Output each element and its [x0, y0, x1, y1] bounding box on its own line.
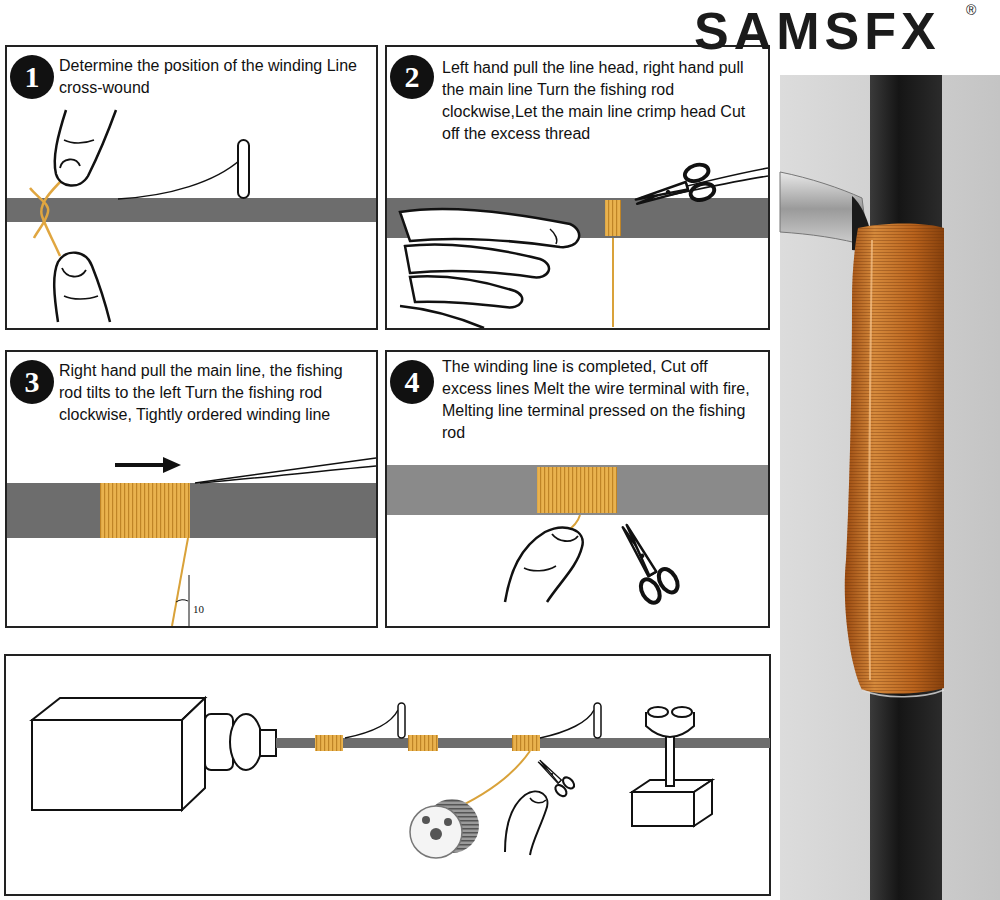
step-number: 1	[25, 62, 40, 92]
step-instruction: Left hand pull the line head, right hand…	[442, 57, 764, 145]
cross-wound-start-illustration	[238, 140, 249, 198]
machine-setup-illustration	[540, 710, 594, 738]
tight-winding-illustration	[100, 483, 190, 538]
machine-setup-illustration	[5, 655, 770, 895]
step-number-badge: 4	[390, 360, 434, 404]
step-panel: Right hand pull the main line, the fishi…	[5, 350, 378, 628]
machine-setup-illustration	[694, 780, 712, 826]
tight-winding-illustration	[115, 463, 165, 467]
angle-value: 10	[193, 603, 204, 616]
cross-wound-start-illustration	[60, 159, 80, 168]
step-number: 4	[405, 367, 420, 397]
machine-setup-illustration	[512, 735, 540, 751]
rod-photo	[845, 224, 944, 694]
step-number-badge: 2	[390, 55, 434, 99]
cross-wound-start-illustration	[64, 140, 94, 143]
crimp-head-illustration	[387, 162, 768, 328]
crimp-head-illustration	[550, 229, 557, 244]
machine-setup-illustration	[345, 710, 398, 738]
crimp-head-illustration	[631, 162, 716, 218]
step-panel: Determine the position of the winding Li…	[5, 45, 378, 330]
registered-mark: ®	[966, 2, 976, 18]
label-anchor: SAMSFX	[694, 2, 941, 62]
step-number-badge: 3	[10, 360, 54, 404]
finish-cut-illustration	[609, 517, 682, 606]
finish-cut-illustration	[537, 467, 617, 513]
label-anchor: 10	[193, 603, 204, 616]
crimp-head-illustration	[405, 244, 549, 277]
step-panel: The winding line is completed, Cut off e…	[385, 350, 770, 628]
machine-setup-illustration	[410, 806, 462, 858]
machine-setup-illustration	[632, 792, 694, 826]
finish-cut-illustration	[387, 465, 768, 515]
machine-setup-illustration	[422, 816, 430, 824]
machine-setup-illustration	[32, 698, 205, 720]
machine-setup-illustration	[672, 707, 692, 717]
cross-wound-start-illustration	[41, 178, 64, 256]
step-instruction: Right hand pull the main line, the fishi…	[59, 360, 364, 426]
tight-winding-illustration	[176, 600, 188, 602]
step-number-badge: 1	[10, 55, 54, 99]
cross-wound-start-illustration	[7, 110, 376, 322]
machine-setup-illustration	[532, 754, 576, 798]
crimp-head-illustration	[612, 238, 614, 327]
rod-photo	[780, 75, 1000, 900]
cross-wound-start-illustration	[7, 198, 376, 222]
cross-wound-start-illustration	[64, 296, 98, 299]
cross-wound-start-illustration	[54, 253, 110, 322]
tight-winding-illustration	[200, 466, 376, 483]
rod-photo	[862, 690, 944, 697]
step-instruction: Determine the position of the winding Li…	[59, 55, 371, 99]
finish-cut-illustration	[387, 465, 768, 606]
brand-logo: SAMSFX	[694, 2, 941, 62]
machine-setup-illustration	[260, 730, 276, 756]
rod-photo	[780, 75, 1000, 900]
machine-setup-illustration	[530, 798, 546, 803]
label-anchor: ®	[966, 2, 976, 18]
machine-setup-illustration	[408, 735, 438, 751]
tight-winding-illustration	[7, 483, 376, 538]
machine-setup-illustration	[430, 828, 442, 840]
machine-setup-illustration	[398, 703, 405, 738]
crimp-head-illustration	[400, 306, 484, 328]
machine-setup-illustration	[205, 714, 233, 770]
step-number: 3	[25, 367, 40, 397]
cross-wound-start-illustration	[55, 110, 116, 186]
tight-winding-illustration	[195, 458, 376, 483]
machine-setup-illustration	[32, 720, 182, 810]
step-instruction: The winding line is completed, Cut off e…	[442, 356, 760, 444]
machine-setup-illustration	[505, 791, 547, 855]
step-number: 2	[405, 62, 420, 92]
machine-setup-illustration	[182, 698, 205, 810]
finish-cut-illustration	[552, 534, 578, 541]
rod-photo	[845, 224, 944, 694]
machine-setup-illustration	[648, 707, 668, 717]
finish-cut-illustration	[524, 566, 556, 571]
step-panel: Left hand pull the line head, right hand…	[385, 45, 770, 330]
machine-setup-illustration	[5, 655, 770, 895]
tight-winding-illustration	[172, 538, 188, 626]
tight-winding-illustration	[189, 575, 190, 626]
machine-setup-illustration	[666, 735, 674, 786]
cross-wound-start-illustration	[62, 268, 86, 277]
finish-cut-illustration	[505, 528, 583, 602]
tight-winding-illustration	[7, 457, 376, 626]
crimp-head-illustration	[400, 209, 579, 247]
machine-setup-illustration	[230, 714, 262, 770]
tight-winding-illustration	[163, 457, 181, 473]
machine-setup-illustration	[315, 735, 343, 751]
machine-setup-illustration	[594, 703, 601, 738]
cross-wound-start-illustration	[30, 188, 48, 238]
crimp-head-illustration	[605, 200, 621, 236]
crimp-head-illustration	[410, 276, 522, 307]
cross-wound-start-illustration	[118, 160, 240, 199]
rod-photo	[869, 240, 872, 680]
machine-setup-illustration	[444, 818, 452, 826]
